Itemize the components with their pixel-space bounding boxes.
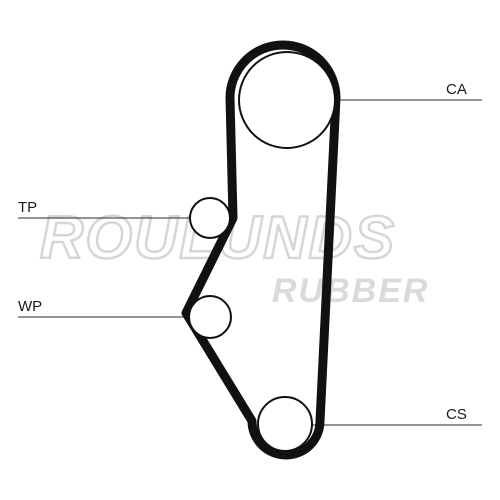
timing-belt: [181, 40, 341, 460]
crankshaft-pulley: [257, 396, 313, 452]
tp-label: TP: [18, 199, 37, 216]
ca-label: CA: [446, 81, 467, 98]
camshaft-pulley: [238, 51, 336, 149]
cs-label: CS: [446, 406, 467, 423]
water-pump-pulley: [188, 295, 232, 339]
wp-label: WP: [18, 298, 42, 315]
watermark-sub: RUBBER: [272, 272, 429, 310]
tensioner-pulley: [189, 197, 231, 239]
